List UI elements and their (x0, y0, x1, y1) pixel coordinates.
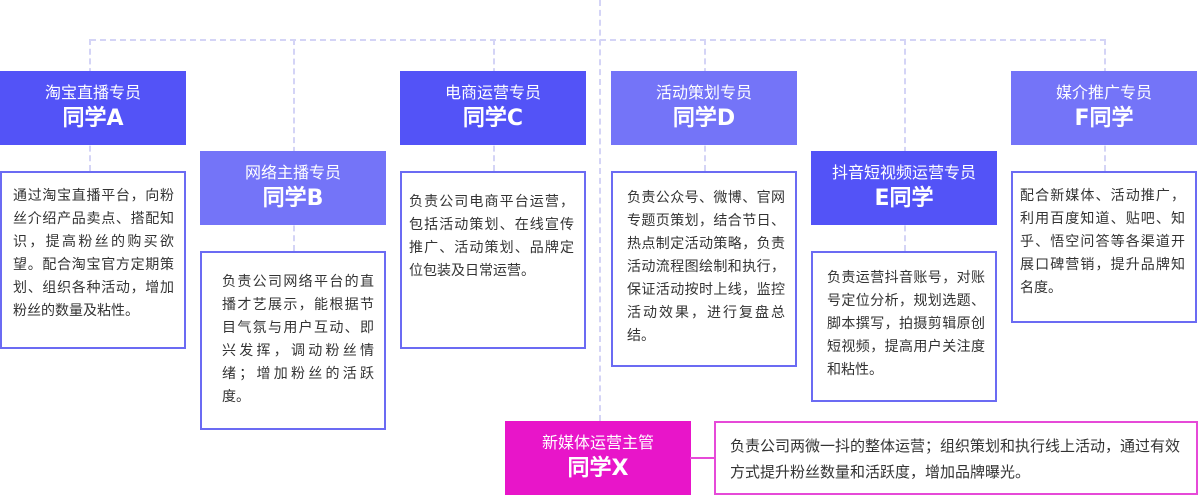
role-header-d: 活动策划专员同学D (611, 71, 797, 145)
role-header-c: 电商运营专员同学C (400, 71, 586, 145)
role-title: 抖音短视频运营专员 (831, 163, 976, 182)
role-name: 同学D (672, 106, 736, 131)
supervisor-header: 新媒体运营主管同学X (505, 421, 691, 495)
role-desc-a: 通过淘宝直播平台，向粉丝介绍产品卖点、搭配知识，提高粉丝的购买欲望。配合淘宝官方… (0, 171, 186, 349)
role-desc-f: 配合新媒体、活动推广，利用百度知道、贴吧、知乎、悟空问答等各渠道开展口碑营销，提… (1011, 171, 1197, 323)
role-name: F同学 (1074, 106, 1134, 131)
role-header-f: 媒介推广专员 F同学 (1011, 71, 1197, 145)
role-header-a: 淘宝直播专员同学A (0, 71, 186, 145)
supervisor-connector (690, 457, 714, 459)
role-title: 活动策划专员 (655, 83, 752, 102)
role-desc-e: 负责运营抖音账号，对账号定位分析，规划选题、脚本撰写，拍摄剪辑原创短视频，提高用… (811, 251, 997, 402)
connector-e (904, 39, 906, 251)
role-name: E同学 (874, 186, 934, 211)
role-desc-d: 负责公众号、微博、官网专题页策划，结合节日、热点制定活动策略，负责活动流程图绘制… (611, 171, 797, 367)
connector-horizontal (90, 39, 1106, 41)
role-desc-c: 负责公司电商平台运营，包括活动策划、在线宣传推广、活动策划、品牌定位包装及日常运… (400, 171, 586, 349)
role-header-e: 抖音短视频运营专员 E同学 (811, 151, 997, 225)
role-title: 媒介推广专员 (1055, 83, 1152, 102)
role-name: 同学A (62, 106, 124, 131)
connector-trunk (599, 0, 601, 421)
supervisor-name: 同学X (567, 456, 629, 481)
role-name: 同学C (462, 106, 524, 131)
supervisor-title: 新媒体运营主管 (541, 433, 654, 452)
connector-b (293, 39, 295, 251)
role-name: 同学B (262, 186, 324, 211)
supervisor-desc: 负责公司两微一抖的整体运营；组织策划和执行线上活动，通过有效方式提升粉丝数量和活… (714, 421, 1198, 495)
role-title: 淘宝直播专员 (44, 83, 141, 102)
role-desc-b: 负责公司网络平台的直播才艺展示，能根据节目气氛与用户互动、即兴发挥，调动粉丝情绪… (200, 251, 386, 430)
role-title: 网络主播专员 (244, 163, 341, 182)
role-title: 电商运营专员 (444, 83, 541, 102)
role-header-b: 网络主播专员同学B (200, 151, 386, 225)
